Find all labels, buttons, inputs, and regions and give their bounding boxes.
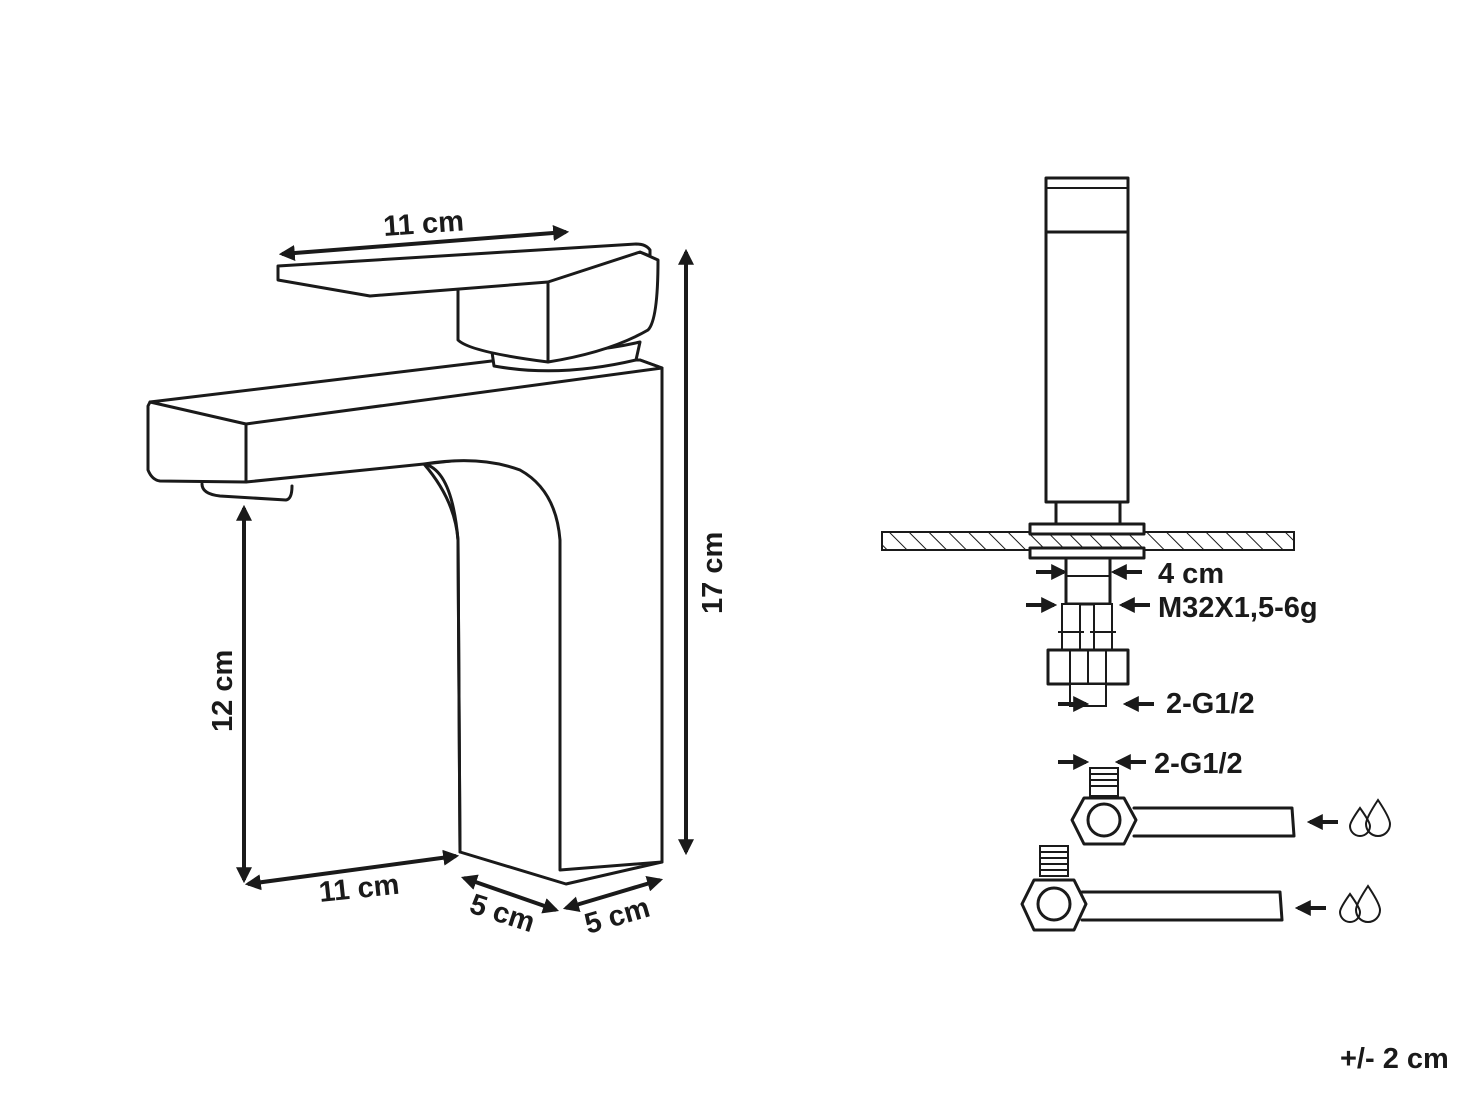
total-height-label: 17 cm xyxy=(697,532,729,614)
faucet-column xyxy=(1044,230,1130,504)
base-depth-label: 5 cm xyxy=(466,888,539,939)
base-depth-line xyxy=(460,874,560,914)
water-drops-icon xyxy=(1338,884,1382,923)
installation-drawing xyxy=(881,176,1296,932)
handle-length-label: 11 cm xyxy=(382,205,465,243)
hose-thread-1 xyxy=(1089,767,1119,797)
base-length-line xyxy=(244,849,460,891)
hose-pipe-2 xyxy=(1080,890,1284,922)
top-washer xyxy=(1028,522,1146,536)
inlet-pipe-left xyxy=(1061,603,1081,651)
installation-dimension-lines xyxy=(1026,564,1338,916)
dimension-lines xyxy=(236,225,694,914)
body-inner-edge xyxy=(422,462,462,854)
hose-thread-2 xyxy=(1039,845,1069,877)
base-width-line xyxy=(562,875,664,913)
hose-fitting-1 xyxy=(1086,802,1122,838)
hose-connector-label: 2-G1/2 xyxy=(1154,748,1243,780)
spout-top-edge xyxy=(244,366,664,426)
column-base xyxy=(1054,500,1122,526)
installation-labels: 4 cm M32X1,5-6g 2-G1/2 2-G1/2 xyxy=(1154,558,1318,780)
thread-label: M32X1,5-6g xyxy=(1158,592,1318,624)
faucet-drawing xyxy=(146,242,664,886)
hose-pipe-1 xyxy=(1132,806,1296,838)
hole-diameter-label: 4 cm xyxy=(1158,558,1224,590)
cartridge-cap xyxy=(1044,176,1130,234)
threaded-shank xyxy=(1064,556,1112,606)
handle-length-line xyxy=(278,225,570,261)
water-drops-icon xyxy=(1348,798,1392,837)
hose-fitting-2 xyxy=(1036,886,1072,922)
inlet-pipe-right xyxy=(1093,603,1113,651)
faucet-spout xyxy=(146,358,664,872)
inlet-connector-label: 2-G1/2 xyxy=(1166,688,1255,720)
faucet-aerator xyxy=(200,482,294,502)
spout-clearance-label: 12 cm xyxy=(207,650,239,732)
tolerance-label: +/- 2 cm xyxy=(1340,1043,1449,1075)
